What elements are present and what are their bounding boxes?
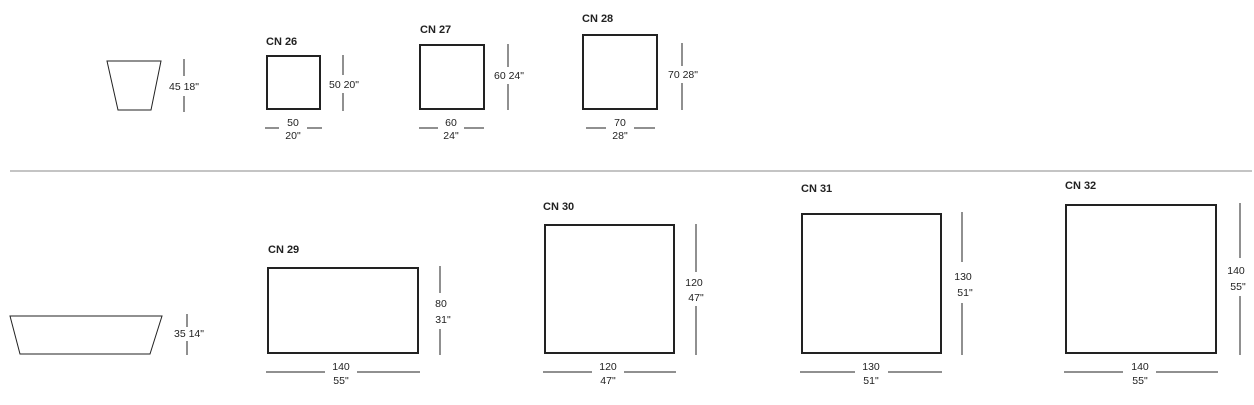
product-code-cn30: CN 30	[543, 201, 574, 213]
side-view-height-label: 45 18"	[169, 81, 199, 93]
side-view-height-label: 35 14"	[174, 328, 204, 340]
product-code-cn28: CN 28	[582, 13, 613, 25]
height-label-cn27: 60 24"	[494, 70, 524, 82]
planter-top-view-cn30	[544, 224, 675, 354]
height-cm-cn30: 120	[685, 277, 703, 289]
height-label-cn26: 50 20"	[329, 79, 359, 91]
product-code-cn26: CN 26	[266, 36, 297, 48]
planter-top-view-cn32	[1065, 204, 1217, 354]
product-code-cn27: CN 27	[420, 24, 451, 36]
width-in-cn26: 20"	[285, 130, 301, 142]
product-code-cn31: CN 31	[801, 183, 832, 195]
height-cm-cn29: 80	[435, 298, 447, 310]
width-cm-cn29: 140	[332, 361, 350, 373]
height-in-cn29: 31"	[435, 314, 451, 326]
height-in-cn31: 51"	[957, 287, 973, 299]
width-cm-cn32: 140	[1131, 361, 1149, 373]
width-in-cn31: 51"	[863, 375, 879, 387]
planter-top-view-cn29	[267, 267, 419, 354]
planter-top-view-cn31	[801, 213, 942, 354]
height-cm-cn31: 130	[954, 271, 972, 283]
planter-top-view-cn26	[266, 55, 321, 110]
height-label-cn28: 70 28"	[668, 69, 698, 81]
width-cm-cn31: 130	[862, 361, 880, 373]
width-in-cn29: 55"	[333, 375, 349, 387]
width-in-cn27: 24"	[443, 130, 459, 142]
width-cm-cn30: 120	[599, 361, 617, 373]
side-view-planter-small	[106, 60, 162, 111]
width-cm-cn26: 50	[287, 117, 299, 129]
width-cm-cn27: 60	[445, 117, 457, 129]
planter-top-view-cn28	[582, 34, 658, 110]
planter-top-view-cn27	[419, 44, 485, 110]
width-in-cn32: 55"	[1132, 375, 1148, 387]
width-in-cn30: 47"	[600, 375, 616, 387]
product-code-cn29: CN 29	[268, 244, 299, 256]
height-cm-cn32: 140	[1227, 265, 1245, 277]
product-code-cn32: CN 32	[1065, 180, 1096, 192]
width-in-cn28: 28"	[612, 130, 628, 142]
height-in-cn30: 47"	[688, 292, 704, 304]
side-view-planter-wide	[9, 315, 163, 355]
width-cm-cn28: 70	[614, 117, 626, 129]
height-in-cn32: 55"	[1230, 281, 1246, 293]
